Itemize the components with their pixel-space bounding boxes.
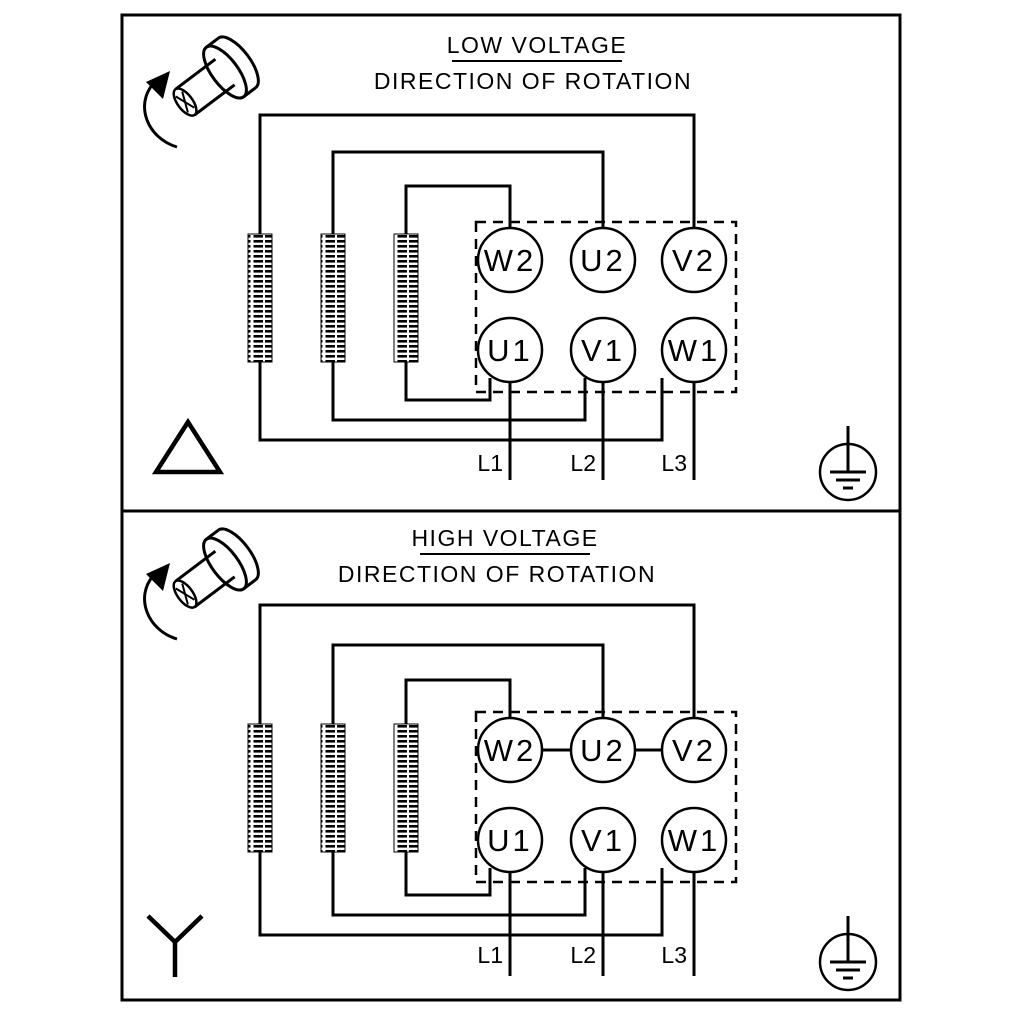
wire xyxy=(258,852,664,937)
panel-title: LOW VOLTAGE xyxy=(447,32,628,58)
terminal-w1: W1 xyxy=(660,316,728,384)
wire xyxy=(258,113,696,234)
supply-label-l2: L2 xyxy=(570,450,596,476)
terminal-label: U2 xyxy=(580,733,626,768)
terminal-label: W1 xyxy=(668,333,721,368)
terminal-circle xyxy=(660,716,728,784)
supply-label-l3: L3 xyxy=(661,450,687,476)
winding-coil xyxy=(393,233,419,363)
winding-coil xyxy=(320,233,346,363)
terminal-v1: V1 xyxy=(569,806,637,874)
diagram-frame xyxy=(120,13,902,1002)
terminal-w2: W2 xyxy=(476,716,544,784)
supply-lines: L1 L2 L3 xyxy=(477,872,696,976)
low-voltage-panel: LOW VOLTAGE DIRECTION OF ROTATION W2 xyxy=(143,28,878,502)
terminal-block-outline xyxy=(474,220,738,394)
supply-label-l1: L1 xyxy=(477,450,503,476)
terminal-circle xyxy=(569,716,637,784)
supply-lines: L1 L2 L3 xyxy=(477,382,696,480)
winding-wires xyxy=(258,113,696,442)
terminal-block: W2 U2 V2 U1 V1 W1 xyxy=(474,220,738,394)
winding-coil xyxy=(247,723,273,853)
terminal-label: W2 xyxy=(484,243,537,278)
terminal-label: U1 xyxy=(487,333,533,368)
wire xyxy=(404,362,492,402)
supply-label-l1: L1 xyxy=(477,942,503,968)
wire xyxy=(331,852,587,917)
motor-windings xyxy=(247,723,419,853)
shaft-rotation-icon xyxy=(143,28,268,149)
terminal-label: W1 xyxy=(668,823,721,858)
terminal-circle xyxy=(476,226,544,294)
wire xyxy=(331,150,605,234)
terminal-v2: V2 xyxy=(660,226,728,294)
supply-label-l3: L3 xyxy=(661,942,687,968)
wire xyxy=(258,362,664,442)
terminal-u2: U2 xyxy=(569,716,637,784)
wire xyxy=(331,362,587,422)
terminal-w1: W1 xyxy=(660,806,728,874)
terminal-u2: U2 xyxy=(569,226,637,294)
terminal-v1: V1 xyxy=(569,316,637,384)
wire xyxy=(404,852,492,897)
earth-ground-icon xyxy=(818,914,878,992)
terminal-label: V1 xyxy=(581,333,625,368)
terminal-label: W2 xyxy=(484,733,537,768)
supply-label-l2: L2 xyxy=(570,942,596,968)
terminal-w2: W2 xyxy=(476,226,544,294)
delta-connection-icon xyxy=(151,417,225,475)
high-voltage-panel: HIGH VOLTAGE DIRECTION OF ROTATION W2 xyxy=(143,520,878,992)
winding-coil xyxy=(247,233,273,363)
panel-title: HIGH VOLTAGE xyxy=(411,525,598,551)
wire xyxy=(404,184,512,234)
terminal-u1: U1 xyxy=(476,806,544,874)
terminal-label: U2 xyxy=(580,243,626,278)
wire xyxy=(404,678,512,724)
terminal-circle xyxy=(660,226,728,294)
terminal-circle xyxy=(476,716,544,784)
wire xyxy=(258,603,696,724)
wire xyxy=(331,643,605,724)
winding-coil xyxy=(320,723,346,853)
panel-subtitle: DIRECTION OF ROTATION xyxy=(338,561,656,587)
motor-windings xyxy=(247,233,419,363)
earth-ground-icon xyxy=(818,424,878,502)
panel-subtitle: DIRECTION OF ROTATION xyxy=(374,68,692,94)
terminal-u1: U1 xyxy=(476,316,544,384)
terminal-v2: V2 xyxy=(660,716,728,784)
star-connection-icon xyxy=(146,914,204,977)
terminal-label: V2 xyxy=(672,243,716,278)
terminal-label: V2 xyxy=(672,733,716,768)
terminal-circle xyxy=(569,226,637,294)
terminal-label: U1 xyxy=(487,823,533,858)
terminal-label: V1 xyxy=(581,823,625,858)
winding-coil xyxy=(393,723,419,853)
shaft-rotation-icon xyxy=(143,520,268,641)
terminal-block: W2 U2 V2 U1 V1 W1 xyxy=(474,710,738,884)
terminal-block-outline xyxy=(474,710,738,884)
